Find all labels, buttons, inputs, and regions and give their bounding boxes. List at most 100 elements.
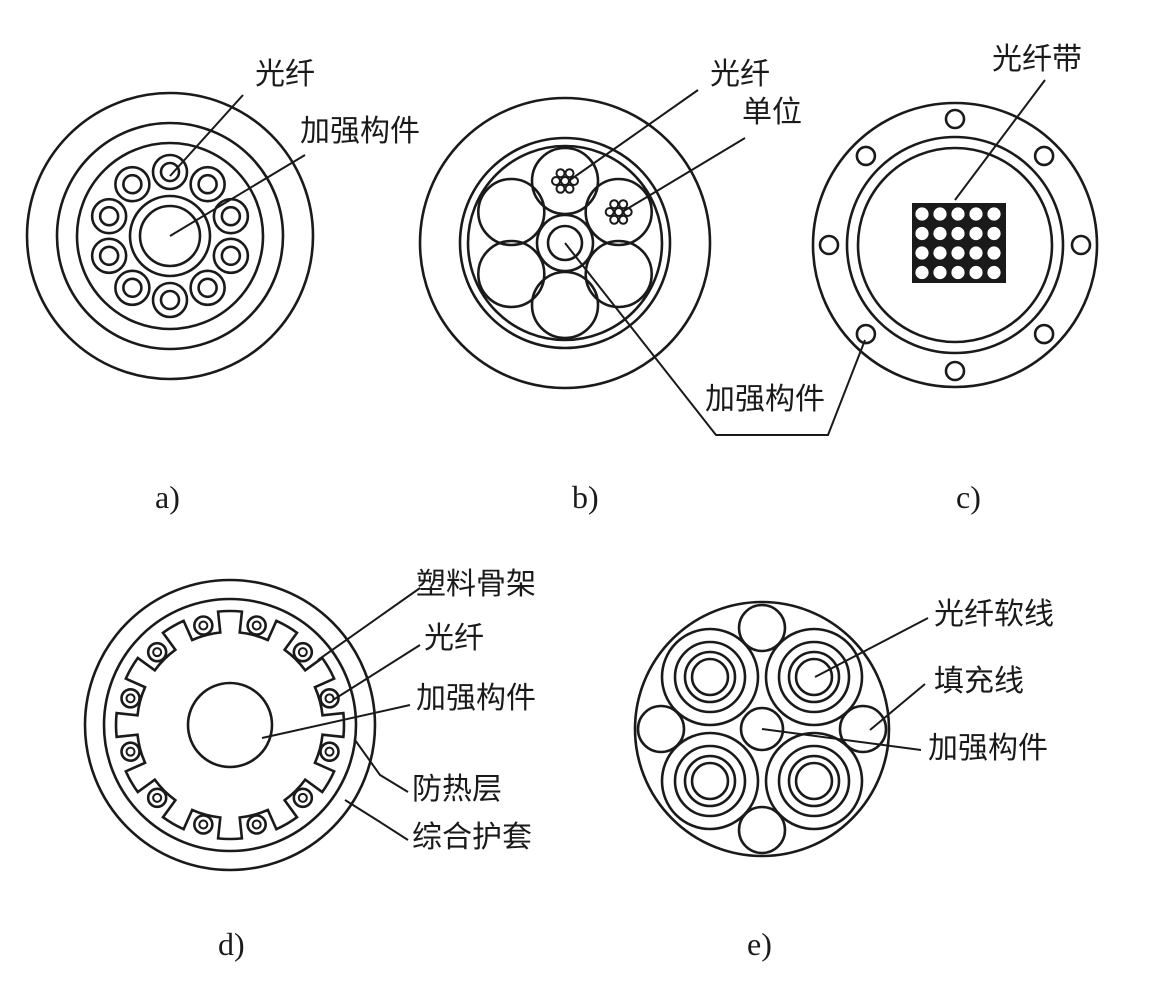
d-fiber <box>251 819 262 830</box>
d-fiber <box>324 693 335 704</box>
c-ribbon-fiber <box>913 244 931 262</box>
label-d-outer-jacket: 综合护套 <box>412 820 532 855</box>
caption-a: a) <box>155 479 180 515</box>
a-strength-member-inner <box>138 204 202 268</box>
label-e-strength-member: 加强构件 <box>928 731 1048 766</box>
d-fiber-tube <box>246 814 267 835</box>
c-ribbon-fiber <box>931 244 949 262</box>
d-fiber-tube <box>120 741 141 762</box>
c-ribbon-fiber <box>967 244 985 262</box>
b-outer-jacket <box>418 96 712 390</box>
b-unit-fiber <box>555 183 566 194</box>
a-fiber-tube <box>189 165 226 203</box>
b-unit-fiber <box>564 168 575 179</box>
c-ribbon-fiber <box>913 225 931 242</box>
a-fiber <box>122 173 143 195</box>
a-strength-member-leader <box>169 154 306 237</box>
c-ribbon-fiber <box>931 205 949 223</box>
e-fiber-cord-outer <box>787 650 841 704</box>
a-fiber-tube <box>114 165 151 203</box>
label-e-filler: 填充线 <box>934 664 1024 699</box>
b-fiber-unit <box>584 177 653 247</box>
b-unit-fiber <box>560 176 570 186</box>
a-fiber-tube <box>114 269 151 307</box>
a-fiber <box>197 173 218 195</box>
e-outer-jacket <box>633 600 891 858</box>
figure-d <box>83 578 421 872</box>
e-filler-wire <box>838 704 888 754</box>
e-fiber-cord-jacket <box>764 627 864 727</box>
a-fiber-tube <box>151 153 189 191</box>
b-fiber-unit <box>530 146 600 216</box>
figure-c <box>811 79 1099 389</box>
e-fiber-cord-inner <box>690 761 730 801</box>
d-fiber-tube <box>319 688 340 709</box>
c-ribbon-fiber <box>949 225 967 242</box>
d-fiber-tube <box>146 641 168 663</box>
e-fiber-cord-buffer <box>673 640 747 714</box>
d-fiber <box>251 620 262 631</box>
d-fiber-tube <box>319 741 340 762</box>
d-fiber <box>297 792 308 803</box>
d-heat-shield <box>102 597 358 853</box>
c-strength-member <box>855 323 877 345</box>
a-fiber-tube <box>90 237 128 275</box>
b-inner-sheath <box>458 136 672 350</box>
d-fiber-tube <box>193 814 214 835</box>
b-fiber-leader <box>569 89 699 181</box>
b-unit-leader <box>621 137 746 213</box>
label-d-fiber: 光纤 <box>424 621 484 656</box>
e-fiber-cord-outer <box>683 650 737 704</box>
b-unit-fiber <box>564 183 575 194</box>
c-strength-member <box>1033 145 1055 167</box>
c-ribbon-fiber <box>949 264 967 281</box>
b-filler-element <box>530 270 600 340</box>
d-fiber <box>152 647 163 658</box>
a-fiber <box>197 277 218 299</box>
d-fiber <box>198 620 209 631</box>
c-ribbon-fiber <box>967 225 985 242</box>
a-fiber <box>122 277 143 299</box>
b-unit-fiber <box>618 199 629 210</box>
e-fiber-cord-inner <box>794 657 834 697</box>
a-strength-member-outer <box>128 194 212 278</box>
label-e-fiber-cord: 光纤软线 <box>934 597 1054 632</box>
c-ribbon-fiber <box>949 205 967 223</box>
b-unit-fiber <box>613 207 624 217</box>
c-strength-member <box>1070 234 1092 256</box>
a-inner-sheath <box>55 121 285 351</box>
a-core-boundary <box>75 141 265 331</box>
d-fiber-tube <box>246 615 267 636</box>
c-strength-member <box>855 145 877 167</box>
c-fiber-ribbon-leader <box>954 79 1046 201</box>
label-d-strength-member: 加强构件 <box>416 681 536 716</box>
a-fiber-tube <box>212 197 250 235</box>
e-fiber-cord-jacket <box>660 627 760 727</box>
b-filler-element <box>477 239 546 309</box>
figure-a <box>25 91 315 381</box>
e-filler-wire <box>636 704 686 754</box>
a-fiber <box>98 245 120 267</box>
c-ribbon-fiber <box>967 264 985 281</box>
d-plastic-skeleton <box>114 609 346 841</box>
d-fiber <box>297 647 308 658</box>
e-fiber-cord-inner <box>690 657 730 697</box>
e-fiber-cord-jacket <box>764 731 864 831</box>
c-ribbon-fiber <box>985 244 1003 262</box>
c-ribbon-fiber <box>931 264 949 281</box>
a-fiber <box>220 205 242 227</box>
c-ribbon-fiber <box>985 225 1003 242</box>
c-ribbon-fiber <box>985 264 1003 281</box>
label-d-plastic-skeleton: 塑料骨架 <box>416 567 536 602</box>
c-inner-sheath <box>845 135 1065 355</box>
e-strength-member-leader <box>761 728 922 751</box>
b-unit-fiber <box>609 199 620 210</box>
e-fiber-cord-outer <box>683 754 737 808</box>
c-ribbon-fiber <box>967 205 985 223</box>
a-fiber-tube <box>151 281 189 319</box>
label-d-heat-shield: 防热层 <box>412 772 502 807</box>
d-strength-member-leader <box>261 704 411 739</box>
a-fiber <box>220 245 242 267</box>
label-b-unit: 单位 <box>742 95 802 130</box>
